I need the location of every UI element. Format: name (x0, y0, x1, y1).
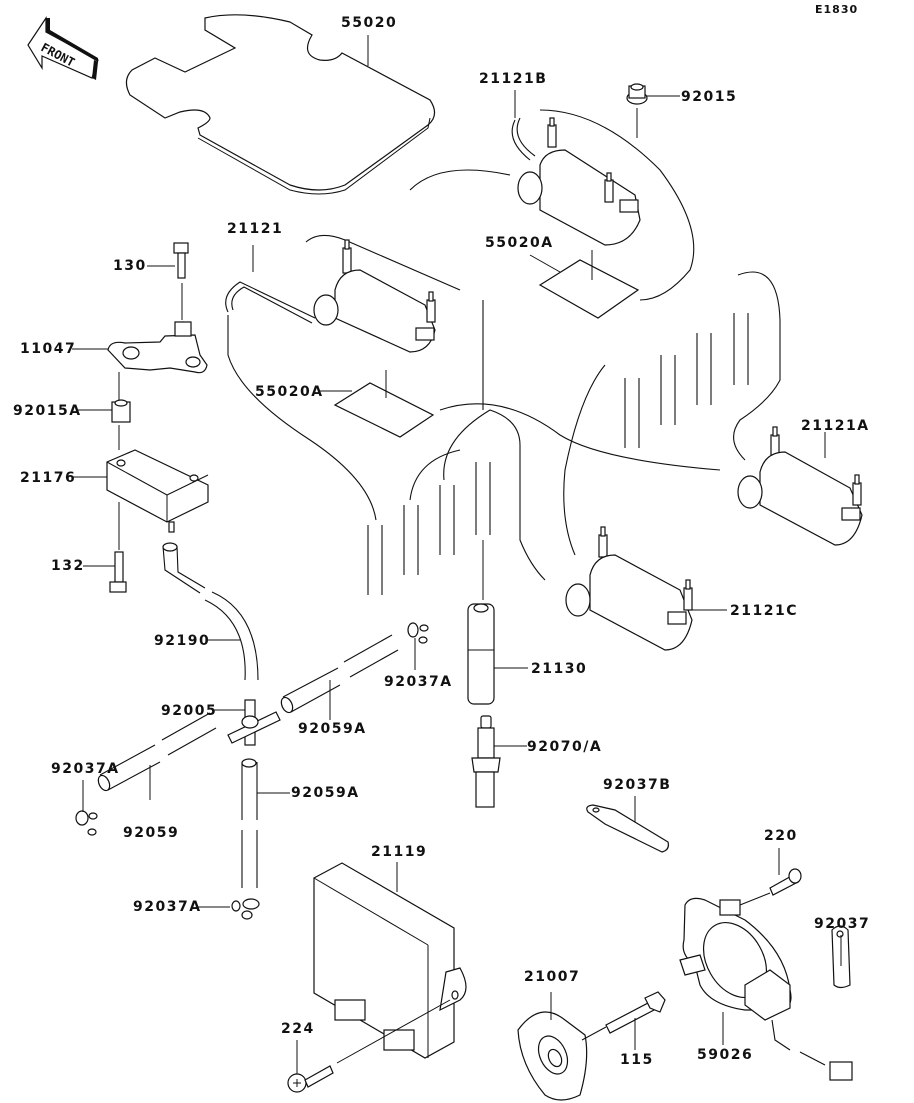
part-label-21121C[interactable]: 21121C (730, 603, 798, 619)
hose-92059A-lower[interactable] (241, 758, 290, 888)
tab-92037[interactable] (831, 925, 851, 989)
bolt-132[interactable] (83, 551, 127, 593)
part-label-59026[interactable]: 59026 (697, 1047, 754, 1063)
tab-92037B[interactable] (586, 796, 669, 853)
part-label-115[interactable]: 115 (620, 1052, 654, 1068)
ignition-coil-21121[interactable] (225, 234, 461, 521)
bolt-220[interactable] (739, 848, 802, 906)
part-label-92059[interactable]: 92059 (123, 825, 180, 841)
clamp-92037A-bottom[interactable] (197, 898, 260, 920)
part-label-132[interactable]: 132 (51, 558, 85, 574)
hose-92190[interactable] (162, 542, 259, 681)
spark-plug-92070A[interactable] (471, 715, 527, 808)
part-label-92037B[interactable]: 92037B (603, 777, 672, 793)
part-label-92037A-left[interactable]: 92037A (51, 761, 120, 777)
part-label-92005[interactable]: 92005 (161, 703, 218, 719)
hose-92059A-upper[interactable] (279, 634, 399, 720)
part-label-92037A-bottom[interactable]: 92037A (133, 899, 202, 915)
bolt-130[interactable] (147, 242, 189, 320)
part-label-92059A-upper[interactable]: 92059A (298, 721, 367, 737)
ignition-coil-21121A[interactable] (737, 426, 863, 546)
bolt-115[interactable] (605, 991, 666, 1050)
part-label-21119[interactable]: 21119 (371, 844, 428, 860)
part-label-92037A-upper[interactable]: 92037A (384, 674, 453, 690)
part-label-21121[interactable]: 21121 (227, 221, 284, 237)
part-label-55020[interactable]: 55020 (341, 15, 398, 31)
hose-92059[interactable] (96, 712, 217, 800)
plug-lead-ends (367, 271, 781, 595)
part-label-11047[interactable]: 11047 (20, 341, 77, 357)
ignition-coil-21121C[interactable] (565, 526, 727, 651)
part-label-92059A-lower[interactable]: 92059A (291, 785, 360, 801)
clamp-92037A-left[interactable] (75, 780, 98, 836)
part-label-92070A[interactable]: 92070/A (527, 739, 603, 755)
pad-55020A-left[interactable] (320, 370, 435, 438)
part-label-21121A[interactable]: 21121A (801, 418, 870, 434)
part-label-224[interactable]: 224 (281, 1021, 315, 1037)
plug-cap-21130[interactable] (467, 540, 528, 705)
part-label-21130[interactable]: 21130 (531, 661, 588, 677)
part-label-55020A-left[interactable]: 55020A (255, 384, 324, 400)
diagram-code: E1830 (815, 3, 859, 16)
part-55020-pad[interactable] (125, 14, 436, 195)
part-label-92037[interactable]: 92037 (814, 916, 871, 932)
part-label-220[interactable]: 220 (764, 828, 798, 844)
part-label-21007[interactable]: 21007 (524, 969, 581, 985)
module-21176[interactable] (72, 449, 209, 550)
joint-92005[interactable] (213, 699, 281, 746)
part-label-21121B[interactable]: 21121B (479, 71, 548, 87)
part-label-21176[interactable]: 21176 (20, 470, 77, 486)
pickup-coil-59026[interactable] (679, 897, 853, 1081)
cdi-unit-21119[interactable] (313, 862, 467, 1064)
front-arrow-icon: FRONT (27, 16, 99, 80)
pad-55020A-top[interactable] (529, 250, 640, 319)
part-label-130[interactable]: 130 (113, 258, 147, 274)
screw-224[interactable] (287, 1040, 334, 1093)
part-label-92190[interactable]: 92190 (154, 633, 211, 649)
part-label-55020A-top[interactable]: 55020A (485, 235, 554, 251)
part-label-92015A[interactable]: 92015A (13, 403, 82, 419)
rotor-21007[interactable] (517, 992, 607, 1101)
ignition-coil-21121B[interactable] (409, 90, 695, 301)
nut-92015[interactable] (626, 83, 680, 138)
bracket-11047[interactable] (72, 321, 208, 400)
part-label-92015[interactable]: 92015 (681, 89, 738, 105)
clamp-92037A-upper[interactable] (407, 622, 429, 670)
collar-92015A[interactable] (76, 399, 131, 450)
